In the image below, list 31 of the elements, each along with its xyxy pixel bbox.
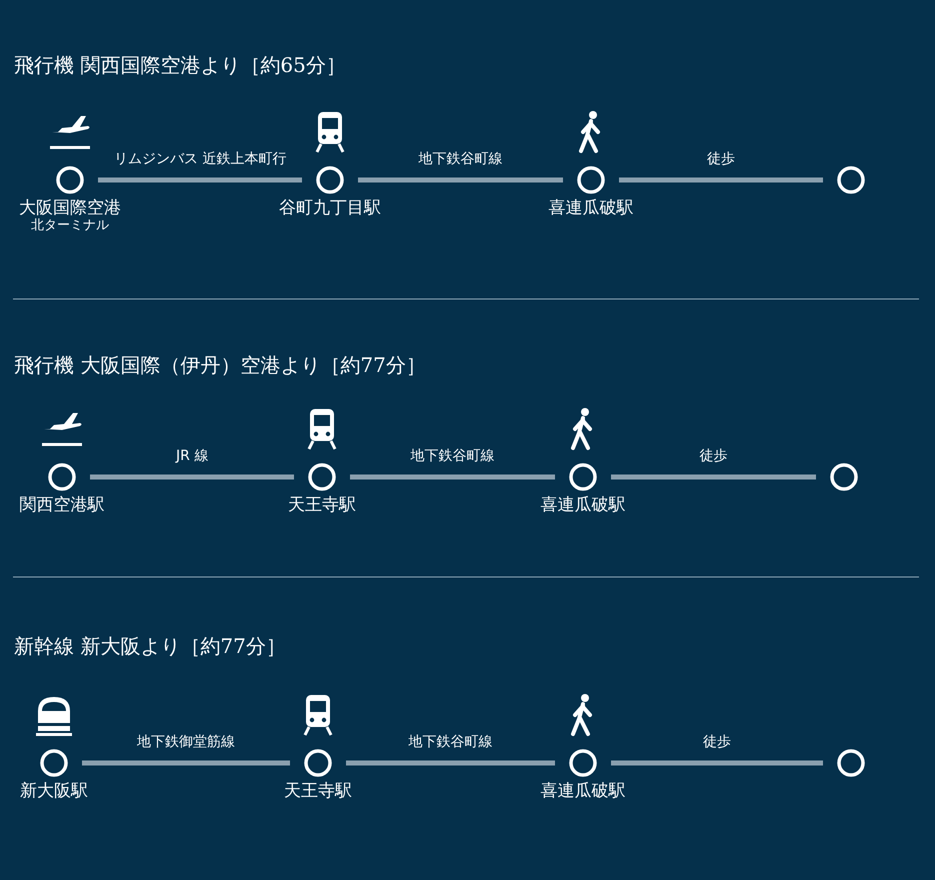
station-name: 喜連瓜破駅 xyxy=(540,781,626,801)
route-label: 地下鉄谷町線 xyxy=(410,448,494,465)
station-name: 喜連瓜破駅 xyxy=(548,198,634,218)
station-name: 天王寺駅 xyxy=(288,495,356,515)
route-line xyxy=(619,178,823,182)
route-heading: 飛行機 大阪国際（伊丹）空港より［約77分］ xyxy=(14,352,426,379)
route-label: 地下鉄御堂筋線 xyxy=(137,734,235,751)
route-heading: 飛行機 関西国際空港より［約65分］ xyxy=(14,52,346,79)
route-line xyxy=(358,178,563,182)
route-label: リムジンバス 近鉄上本町行 xyxy=(114,151,286,168)
route-label: 徒歩 xyxy=(700,448,728,465)
route-label: 地下鉄谷町線 xyxy=(418,151,502,168)
route-heading: 新幹線 新大阪より［約77分］ xyxy=(14,633,286,660)
route-line xyxy=(82,760,290,766)
station-name: 新大阪駅 xyxy=(20,781,88,801)
route-label: 徒歩 xyxy=(703,734,731,751)
route-line xyxy=(346,760,555,766)
station-name: 喜連瓜破駅 xyxy=(540,495,626,515)
station-name: 谷町九丁目駅 xyxy=(279,198,381,218)
station-subname: 北ターミナル xyxy=(31,218,109,234)
route-label: 徒歩 xyxy=(707,151,735,168)
route-line xyxy=(98,178,302,182)
route-line xyxy=(611,760,823,766)
station-name: 関西空港駅 xyxy=(20,495,104,515)
route-line xyxy=(611,474,816,480)
station-name: 天王寺駅 xyxy=(284,781,352,801)
route-line xyxy=(350,474,555,480)
route-label: 地下鉄谷町線 xyxy=(408,734,492,751)
route-line xyxy=(90,474,294,480)
station-name: 大阪国際空港 xyxy=(19,198,121,218)
route-label: JR 線 xyxy=(176,448,208,465)
